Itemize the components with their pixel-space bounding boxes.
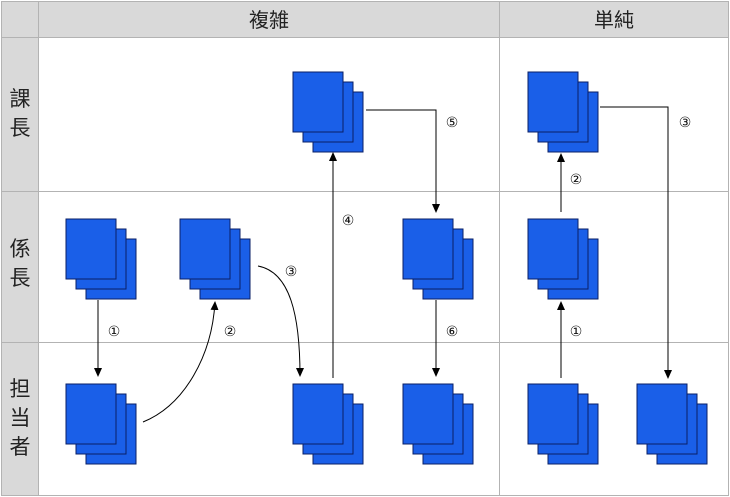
step-label-simple-3: ③ [679,115,692,131]
arrow-step-3 [257,265,304,377]
svg-text:長: 長 [10,266,31,290]
document-stack-kakaricho-3 [402,218,474,300]
document-stack-kakaricho-simple [527,218,599,300]
row-header-tanto: 担 当 者 [10,377,31,459]
svg-text:当: 当 [10,406,31,430]
flow-arrows-complex [94,109,440,423]
svg-text:担: 担 [10,377,31,401]
document-stack-tanto-2 [292,383,364,465]
step-label-complex-2: ② [224,324,237,340]
document-stack-kacho-simple [527,71,599,153]
document-stack-kacho-complex [292,71,364,153]
step-label-complex-4: ④ [342,213,355,229]
document-stack-tanto-simple-2 [636,383,708,465]
svg-text:者: 者 [10,435,31,459]
document-stack-tanto-1 [65,383,137,465]
arrow-step-2 [142,301,219,423]
row-header-kakaricho: 係 長 [10,237,31,290]
step-label-complex-6: ⑥ [446,324,459,340]
svg-text:長: 長 [10,116,31,140]
column-header-complex: 複雑 [249,8,289,32]
step-label-complex-5: ⑤ [446,115,459,131]
arrow-simple-step-3 [600,106,672,379]
document-stack-kakaricho-1 [65,218,137,300]
document-stack-kakaricho-2 [179,218,251,300]
svg-text:課: 課 [10,87,31,111]
column-header-simple: 単純 [594,8,634,32]
arrow-step-5 [366,109,440,213]
step-label-complex-3: ③ [285,264,298,280]
row-header-kacho: 課 長 [10,87,31,140]
document-stack-tanto-simple-1 [527,383,599,465]
svg-text:係: 係 [10,237,31,261]
flow-arrows-simple [557,106,672,379]
step-label-simple-2: ② [570,172,583,188]
step-label-complex-1: ① [108,324,121,340]
document-stack-tanto-3 [402,383,474,465]
step-label-simple-1: ① [570,324,583,340]
